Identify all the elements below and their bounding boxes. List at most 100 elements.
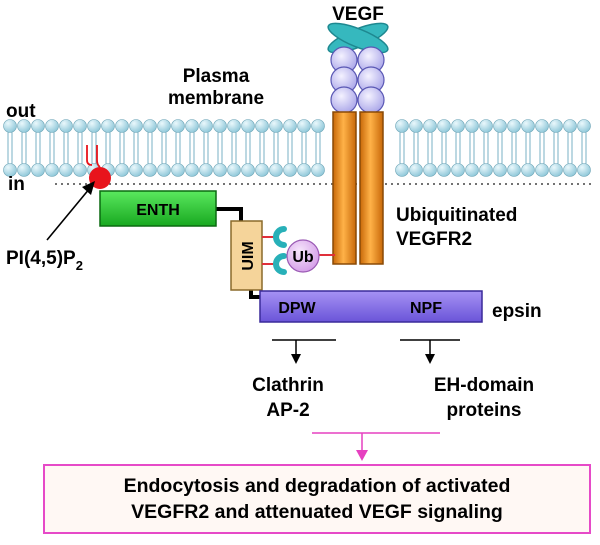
lipid-tails: [525, 132, 531, 164]
lipid-head: [73, 163, 87, 177]
dpw-label: DPW: [278, 300, 316, 317]
lipid-head: [157, 119, 171, 133]
pip2-label-main: PI(4,5)P: [6, 248, 76, 269]
lipid-head: [395, 163, 409, 177]
lipid-tails: [469, 132, 475, 164]
lipid-head: [283, 163, 297, 177]
receptor-ig-domains: [330, 46, 385, 114]
lipid-head: [101, 119, 115, 133]
lipid-head: [129, 163, 143, 177]
lipid-head: [227, 119, 241, 133]
lipid-tails: [259, 132, 265, 164]
lipid-tails: [189, 132, 195, 164]
outcome-line1: Endocytosis and degradation of activated: [123, 475, 511, 497]
lipid-head: [437, 119, 451, 133]
uim-domain: UIM: [230, 220, 263, 291]
pip2-lipid: [86, 145, 111, 189]
lipid-head: [241, 163, 255, 177]
enth-label: ENTH: [136, 202, 180, 219]
lipid-tails: [147, 132, 153, 164]
pip2-label-subscript: 2: [76, 258, 83, 273]
eh-domain-label-line2: proteins: [447, 400, 522, 421]
lipid-head: [521, 119, 535, 133]
lipid-head: [227, 163, 241, 177]
lipid-head: [185, 163, 199, 177]
plasma-membrane-label-line2: membrane: [168, 88, 264, 109]
lipid-head: [577, 119, 591, 133]
lipid-head: [297, 119, 311, 133]
lipid-tails: [539, 132, 545, 164]
in-label: in: [8, 174, 25, 195]
lipid-head: [45, 163, 59, 177]
lipid-head: [73, 119, 87, 133]
convergence-arrow: [312, 432, 440, 461]
lipid-head: [423, 119, 437, 133]
lipid-head: [577, 163, 591, 177]
vegf-label: VEGF: [332, 4, 384, 25]
lipid-head: [269, 163, 283, 177]
lipid-tails: [77, 132, 83, 164]
lipid-head: [409, 163, 423, 177]
lipid-tails: [483, 132, 489, 164]
lipid-head: [507, 163, 521, 177]
lipid-tails: [441, 132, 447, 164]
outcome-box: Endocytosis and degradation of activated…: [43, 464, 591, 534]
lipid-head: [171, 163, 185, 177]
lipid-head: [451, 119, 465, 133]
lipid-head: [87, 119, 101, 133]
lipid-head: [521, 163, 535, 177]
lipid-tails: [315, 132, 321, 164]
lipid-tails: [245, 132, 251, 164]
vegfr2-receptor: [332, 111, 384, 265]
lipid-head: [199, 163, 213, 177]
lipid-head: [507, 119, 521, 133]
eh-domain-label-line1: EH-domain: [434, 375, 534, 396]
lipid-tails: [203, 132, 209, 164]
lipid-head: [3, 163, 17, 177]
lipid-head: [493, 163, 507, 177]
lipid-head: [129, 119, 143, 133]
lipid-tails: [567, 132, 573, 164]
lipid-head: [535, 163, 549, 177]
epsin-bar: DPW NPF: [259, 290, 483, 323]
lipid-head: [17, 119, 31, 133]
out-label: out: [6, 101, 36, 122]
lipid-tails: [217, 132, 223, 164]
lipid-head: [143, 119, 157, 133]
receptor-label-line2: VEGFR2: [396, 229, 472, 250]
lipid-head: [199, 119, 213, 133]
domain-connectors: [216, 207, 262, 299]
lipid-head: [297, 163, 311, 177]
lipid-tails: [399, 132, 405, 164]
lipid-head: [311, 163, 325, 177]
lipid-tails: [105, 132, 111, 164]
lipid-tails: [91, 132, 97, 164]
lipid-head: [59, 119, 73, 133]
ubiquitin-binding-cups: [273, 226, 287, 275]
lipid-head: [451, 163, 465, 177]
lipid-head: [311, 119, 325, 133]
epsin-label: epsin: [492, 301, 542, 322]
lipid-head: [3, 119, 17, 133]
lipid-head: [395, 119, 409, 133]
lipid-head: [213, 163, 227, 177]
lipid-head: [255, 119, 269, 133]
lipid-tails: [7, 132, 13, 164]
lipid-head: [45, 119, 59, 133]
lipid-head: [493, 119, 507, 133]
lipid-head: [479, 163, 493, 177]
lipid-head: [269, 119, 283, 133]
clathrin-label-line1: Clathrin: [252, 375, 324, 396]
outcome-line2: VEGFR2 and attenuated VEGF signaling: [131, 501, 503, 523]
lipid-head: [31, 163, 45, 177]
plasma-membrane: [3, 119, 591, 177]
lipid-head: [185, 119, 199, 133]
lipid-head: [549, 119, 563, 133]
plasma-membrane-label-line1: Plasma: [183, 66, 250, 87]
lipid-head: [31, 119, 45, 133]
lipid-tails: [231, 132, 237, 164]
lipid-head: [465, 163, 479, 177]
lipid-tails: [553, 132, 559, 164]
ub-label: Ub: [292, 249, 314, 266]
lipid-head: [59, 163, 73, 177]
